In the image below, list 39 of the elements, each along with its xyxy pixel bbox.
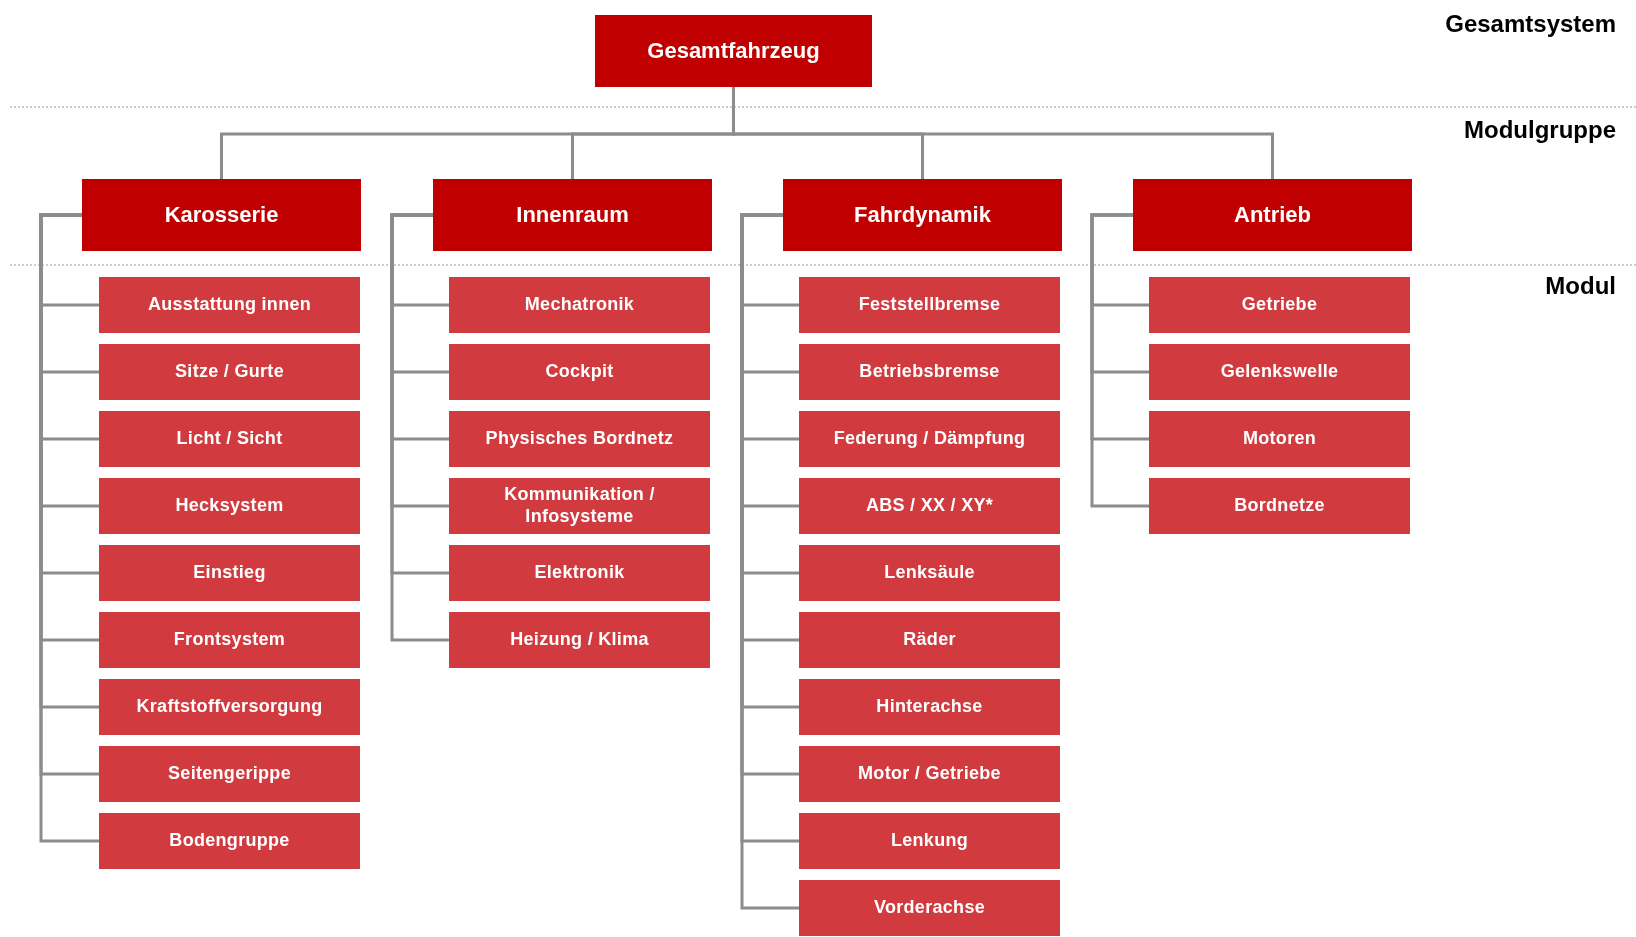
module-box: Feststellbremse xyxy=(799,277,1060,333)
module-box: Mechatronik xyxy=(449,277,710,333)
module-group-box: Antrieb xyxy=(1133,179,1412,251)
module-box: Bodengruppe xyxy=(99,813,360,869)
module-box: Kommunikation / Infosysteme xyxy=(449,478,710,534)
module-box: Hinterachse xyxy=(799,679,1060,735)
module-box: Licht / Sicht xyxy=(99,411,360,467)
module-box: Elektronik xyxy=(449,545,710,601)
module-box: Einstieg xyxy=(99,545,360,601)
module-box: Seitengerippe xyxy=(99,746,360,802)
module-box: Motoren xyxy=(1149,411,1410,467)
module-box: Lenksäule xyxy=(799,545,1060,601)
module-box: Gelenkswelle xyxy=(1149,344,1410,400)
connector-line xyxy=(390,213,449,642)
module-box: Frontsystem xyxy=(99,612,360,668)
module-box: Motor / Getriebe xyxy=(799,746,1060,802)
module-box: Physisches Bordnetz xyxy=(449,411,710,467)
connector-line xyxy=(1090,213,1149,508)
module-box: Räder xyxy=(799,612,1060,668)
module-box: Lenkung xyxy=(799,813,1060,869)
module-box: Federung / Dämpfung xyxy=(799,411,1060,467)
module-group-box: Fahrdynamik xyxy=(783,179,1062,251)
module-box: Heizung / Klima xyxy=(449,612,710,668)
level-label: Modulgruppe xyxy=(1464,116,1616,144)
module-box: Getriebe xyxy=(1149,277,1410,333)
module-box: Bordnetze xyxy=(1149,478,1410,534)
module-group-box: Karosserie xyxy=(82,179,361,251)
level-label: Gesamtsystem xyxy=(1445,10,1616,38)
module-box: Hecksystem xyxy=(99,478,360,534)
module-box: Cockpit xyxy=(449,344,710,400)
module-box: Vorderachse xyxy=(799,880,1060,936)
module-box: Ausstattung innen xyxy=(99,277,360,333)
system-box: Gesamtfahrzeug xyxy=(595,15,872,87)
module-box: ABS / XX / XY* xyxy=(799,478,1060,534)
level-label: Modul xyxy=(1545,272,1616,300)
module-group-box: Innenraum xyxy=(433,179,712,251)
module-box: Betriebsbremse xyxy=(799,344,1060,400)
module-box: Sitze / Gurte xyxy=(99,344,360,400)
module-box: Kraftstoffversorgung xyxy=(99,679,360,735)
